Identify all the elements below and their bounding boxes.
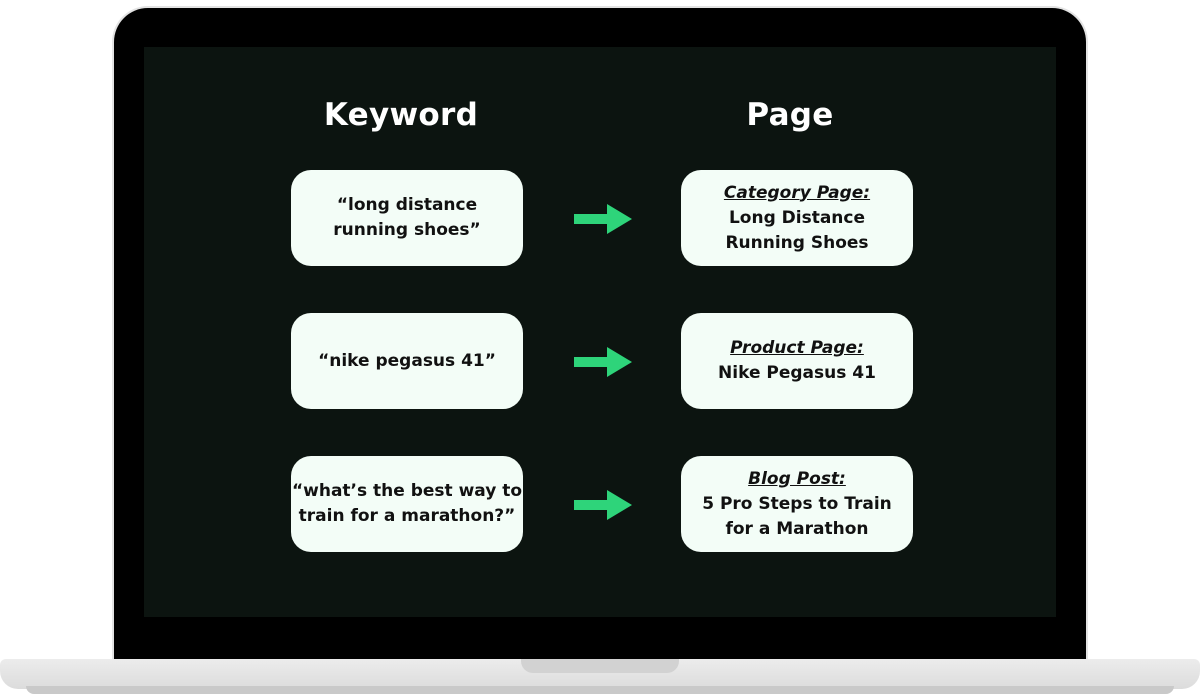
laptop-base-shadow <box>26 686 1174 694</box>
keyword-text-line: “what’s the best way to <box>291 481 523 501</box>
page-card: Product Page: Nike Pegasus 41 <box>681 313 913 409</box>
keyword-column-title: Keyword <box>323 97 479 133</box>
page-card: Category Page: Long Distance Running Sho… <box>681 170 913 266</box>
laptop-lid: Keyword Page “long distance running shoe… <box>114 8 1086 672</box>
page-title-line: Running Shoes <box>725 232 869 253</box>
page-title-line: for a Marathon <box>725 518 869 539</box>
right-arrow-icon <box>574 347 632 377</box>
keyword-card: “what’s the best way to train for a mara… <box>291 456 523 552</box>
laptop-screen: Keyword Page “long distance running shoe… <box>144 47 1056 617</box>
keyword-text-line: “nike pegasus 41” <box>318 350 496 371</box>
right-arrow-icon <box>574 490 632 520</box>
keyword-text-line: “long distance <box>336 195 478 215</box>
page-title-line: 5 Pro Steps to Train <box>702 493 892 514</box>
keyword-text-line: running shoes” <box>333 220 481 240</box>
keyword-card: “long distance running shoes” <box>291 170 523 266</box>
page-card: Blog Post: 5 Pro Steps to Train for a Ma… <box>681 456 913 552</box>
keyword-text-line: train for a marathon?” <box>298 506 516 526</box>
laptop-notch <box>521 659 679 673</box>
page-type-label: Blog Post: <box>748 468 846 489</box>
page-type-label: Category Page: <box>723 182 871 203</box>
page-title-line: Nike Pegasus 41 <box>718 363 876 383</box>
keyword-card: “nike pegasus 41” <box>291 313 523 409</box>
page-column-title: Page <box>746 97 834 133</box>
page-title-line: Long Distance <box>728 207 866 228</box>
right-arrow-icon <box>574 204 632 234</box>
page-type-label: Product Page: <box>730 338 864 358</box>
